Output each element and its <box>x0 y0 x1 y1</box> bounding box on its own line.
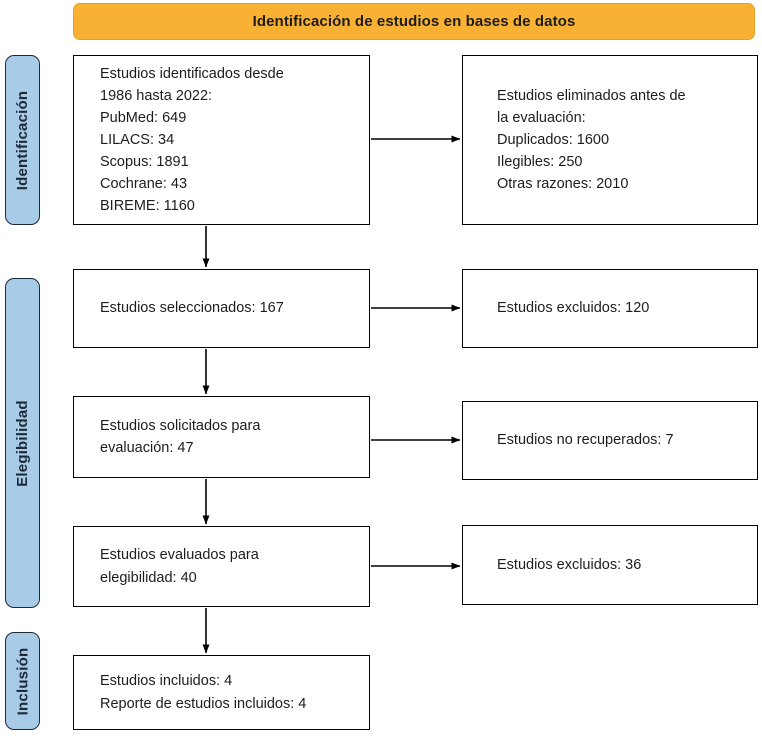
box-reports-excluded-text: Estudios excluidos: 36 <box>497 556 642 573</box>
box-studies-included-in-review-text: Estudios incluidos: 4 Reporte de estudio… <box>100 673 307 712</box>
stage-tab-inclusion: Inclusión <box>5 632 40 730</box>
diagram-header-banner: Identificación de estudios en bases de d… <box>73 3 755 40</box>
box-reports-not-retrieved: Estudios no recuperados: 7 <box>462 401 758 480</box>
box-records-excluded-text: Estudios excluidos: 120 <box>497 300 650 317</box>
stage-tab-elegibilidad-label: Elegibilidad <box>14 399 32 487</box>
box-records-identified: Estudios identificados desde 1986 hasta … <box>73 55 370 225</box>
box-records-screened-text: Estudios seleccionados: 167 <box>100 300 284 317</box>
box-records-excluded: Estudios excluidos: 120 <box>462 269 758 348</box>
stage-tab-identificacion: Identificación <box>5 55 40 225</box>
box-reports-excluded: Estudios excluidos: 36 <box>462 525 758 605</box>
box-records-removed-before-screening-text: Estudios eliminados antes de la evaluaci… <box>497 87 686 193</box>
box-reports-assessed-for-eligibility: Estudios evaluados para elegibilidad: 40 <box>73 526 370 607</box>
box-reports-sought-for-retrieval-text: Estudios solicitados para evaluación: 47 <box>100 417 261 456</box>
box-reports-not-retrieved-text: Estudios no recuperados: 7 <box>497 432 674 449</box>
stage-tab-inclusion-label: Inclusión <box>14 647 32 715</box>
stage-tab-identificacion-label: Identificación <box>14 90 32 190</box>
box-records-identified-text: Estudios identificados desde 1986 hasta … <box>100 65 284 215</box>
box-records-screened: Estudios seleccionados: 167 <box>73 269 370 348</box>
box-reports-sought-for-retrieval: Estudios solicitados para evaluación: 47 <box>73 396 370 478</box>
header-title: Identificación de estudios en bases de d… <box>252 13 576 30</box>
box-studies-included-in-review: Estudios incluidos: 4 Reporte de estudio… <box>73 655 370 730</box>
box-reports-assessed-for-eligibility-text: Estudios evaluados para elegibilidad: 40 <box>100 547 259 586</box>
stage-tab-elegibilidad: Elegibilidad <box>5 278 40 608</box>
box-records-removed-before-screening: Estudios eliminados antes de la evaluaci… <box>462 55 758 225</box>
